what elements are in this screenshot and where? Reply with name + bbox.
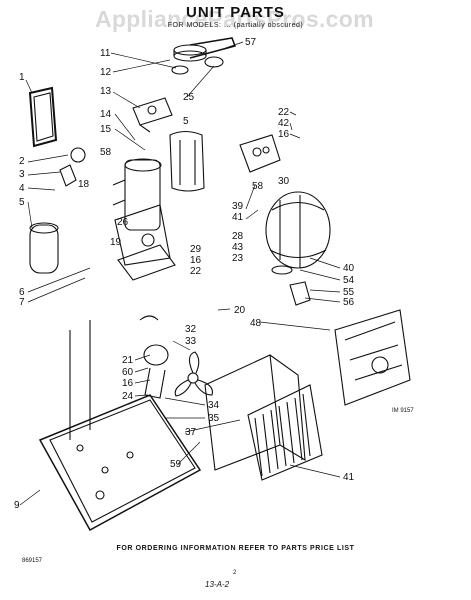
callout-label: 60: [122, 367, 134, 378]
callout-label: 20: [234, 305, 246, 316]
part-1-gasket-drawing: [28, 86, 58, 148]
callout-label: 1: [19, 72, 25, 83]
callout-label: 29: [190, 244, 202, 255]
callout-label: 11: [100, 48, 111, 59]
page-title: UNIT PARTS: [186, 4, 285, 21]
image-code: IM 9157: [392, 408, 414, 414]
callout-label: 18: [78, 179, 90, 190]
callout-label: 16: [122, 378, 134, 389]
callout-label: 6: [19, 287, 25, 298]
bottom-mark: 13-A-2: [205, 580, 230, 589]
condenser-coil-drawing: [247, 384, 323, 481]
leader-lines: [19, 41, 341, 506]
callout-label: 58: [100, 147, 112, 158]
watermark-text: AppliancePartsPros.com: [95, 6, 374, 32]
callout-label: 19: [110, 237, 122, 248]
page-number: 2: [233, 570, 237, 576]
callout-label: 16: [190, 255, 202, 266]
callout-label: 59: [170, 459, 182, 470]
callout-label: 48: [250, 318, 262, 329]
callout-label: 23: [232, 253, 244, 264]
base-pan-drawing: [38, 320, 202, 532]
page-subtitle: FOR MODELS: ... (partially obscured): [167, 22, 304, 29]
callout-label: 54: [343, 275, 355, 286]
callout-label: 2: [19, 156, 25, 167]
callout-label: 21: [122, 355, 134, 366]
callout-label: 22: [190, 266, 202, 277]
bracket-drawing: [132, 97, 173, 133]
shroud-drawing: [169, 130, 205, 192]
callout-label: 15: [100, 124, 112, 135]
callout-label: 22: [278, 107, 290, 118]
callout-label: 5: [183, 116, 189, 127]
callout-label: 7: [19, 297, 25, 308]
callout-label: 4: [19, 183, 25, 194]
capacitor-drawing: [29, 147, 86, 274]
fan-blade-drawing: [174, 351, 213, 397]
callout-label: 55: [343, 287, 355, 298]
callout-label: 43: [232, 242, 244, 253]
callout-label: 28: [232, 231, 244, 242]
switch-drawing: [239, 134, 281, 173]
part-code: 869157: [22, 558, 43, 564]
compressor-drawing: [265, 191, 331, 306]
ordering-instructions: FOR ORDERING INFORMATION REFER TO PARTS …: [116, 545, 355, 552]
callout-label: 14: [100, 109, 112, 120]
callout-label: 58: [252, 181, 264, 192]
callout-label: 13: [100, 86, 112, 97]
callout-label: 37: [185, 427, 197, 438]
callout-label: 41: [232, 212, 244, 223]
callout-label: 33: [185, 336, 197, 347]
callout-label: 5: [19, 197, 25, 208]
callout-label: 12: [100, 67, 112, 78]
callout-label: 56: [343, 297, 355, 308]
callout-label: 40: [343, 263, 355, 274]
callout-label: 16: [278, 129, 290, 140]
callout-label: 25: [183, 92, 195, 103]
cabinet-inset-drawing: [334, 309, 411, 406]
callout-label: 35: [208, 413, 220, 424]
callout-label: 26: [117, 217, 129, 228]
callout-label: 41: [343, 472, 355, 483]
pulley-assembly-drawing: [171, 37, 236, 75]
callout-label: 24: [122, 391, 134, 402]
callout-label: 3: [19, 169, 25, 180]
callout-label: 9: [14, 500, 20, 511]
callout-label: 42: [278, 118, 290, 129]
callout-label: 32: [185, 324, 197, 335]
callout-label: 30: [278, 176, 290, 187]
callout-label: 39: [232, 201, 244, 212]
fan-motor-drawing: [139, 315, 169, 399]
callout-label: 34: [208, 400, 220, 411]
mounting-plate-drawing: [117, 244, 176, 281]
callout-label: 57: [245, 37, 257, 48]
